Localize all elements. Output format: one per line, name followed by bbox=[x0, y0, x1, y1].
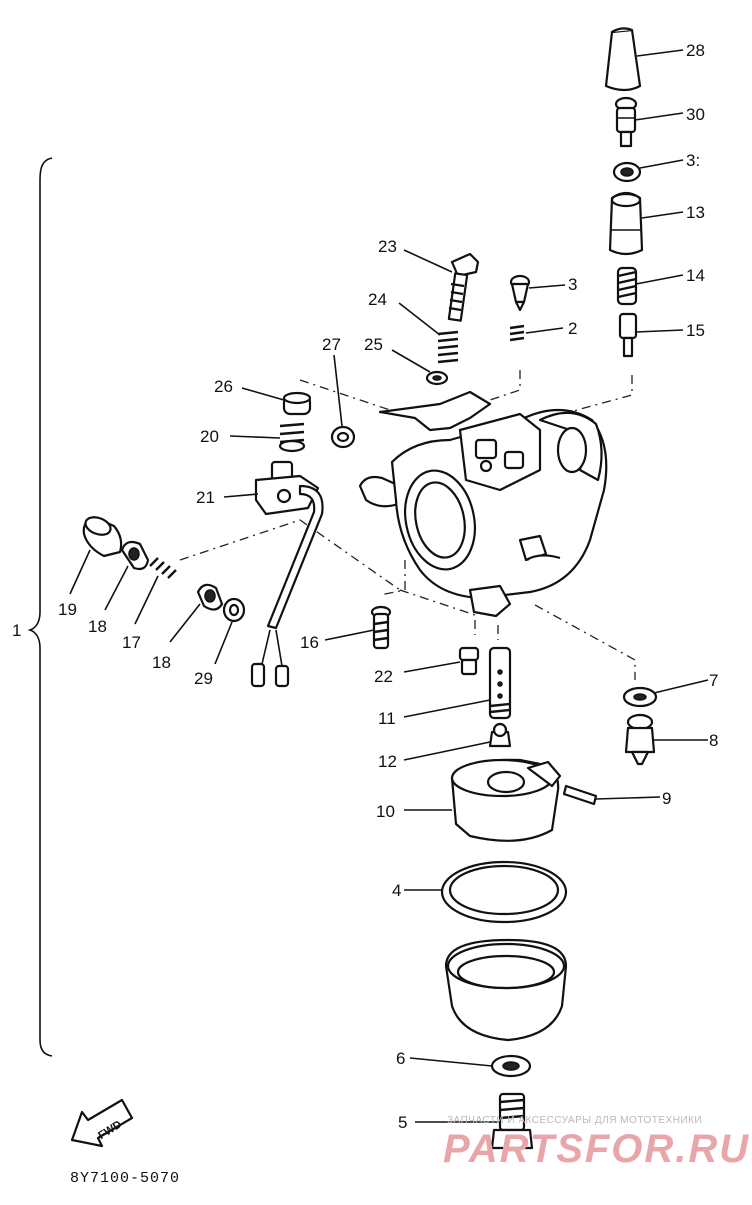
callout-18b: 18 bbox=[152, 653, 171, 672]
assembly-bracket bbox=[27, 157, 53, 1057]
float-part bbox=[450, 758, 562, 842]
lock-nut-part bbox=[612, 161, 642, 183]
needle-jet-part bbox=[488, 646, 512, 720]
callout-26: 26 bbox=[214, 377, 233, 396]
throttle-stop-screw-part bbox=[447, 252, 480, 322]
callout-31: 3: bbox=[686, 151, 700, 170]
ring-18b-part bbox=[196, 583, 224, 611]
callout-24: 24 bbox=[368, 290, 387, 309]
callout-27: 27 bbox=[322, 335, 341, 354]
watermark-logo: PARTSFOR.RU bbox=[443, 1127, 750, 1171]
callout-17: 17 bbox=[122, 633, 141, 652]
callout-labels: 28 30 3: 13 14 15 23 3 24 2 27 25 26 20 … bbox=[12, 41, 718, 1132]
forward-arrow-icon: FWD bbox=[70, 1098, 134, 1148]
callout-6: 6 bbox=[396, 1049, 405, 1068]
callout-1: 1 bbox=[12, 621, 21, 640]
watermark: ЗАПЧАСТИ И АКСЕССУАРЫ ДЛЯ МОТОТЕХНИКИ PA… bbox=[443, 1115, 750, 1171]
float-bowl-part bbox=[444, 938, 568, 1042]
callout-18a: 18 bbox=[88, 617, 107, 636]
washer-part bbox=[425, 370, 449, 386]
callout-5: 5 bbox=[398, 1113, 407, 1132]
main-jet-part bbox=[488, 722, 512, 748]
callout-23: 23 bbox=[378, 237, 397, 256]
screw-22-part bbox=[458, 646, 480, 676]
choke-spring-part bbox=[278, 422, 306, 453]
cap-19-part bbox=[82, 516, 123, 558]
callout-8: 8 bbox=[709, 731, 718, 750]
callout-16: 16 bbox=[300, 633, 319, 652]
callout-14: 14 bbox=[686, 266, 705, 285]
screw-spring-part bbox=[437, 330, 459, 364]
callout-28: 28 bbox=[686, 41, 705, 60]
washer-7-part bbox=[622, 686, 658, 708]
callout-20: 20 bbox=[200, 427, 219, 446]
callout-15: 15 bbox=[686, 321, 705, 340]
cable-adjuster-part bbox=[614, 96, 638, 148]
callout-3: 3 bbox=[568, 275, 577, 294]
washer-29-part bbox=[222, 597, 246, 623]
spring-17-part bbox=[149, 557, 177, 579]
callout-11: 11 bbox=[378, 709, 396, 728]
o-ring-part bbox=[330, 425, 356, 449]
callout-30: 30 bbox=[686, 105, 705, 124]
drain-plug-part bbox=[490, 1092, 534, 1150]
throttle-spring-part bbox=[616, 266, 638, 306]
throttle-valve-part bbox=[618, 312, 638, 358]
washer-6-part bbox=[490, 1054, 532, 1078]
starter-cable-part bbox=[250, 484, 324, 688]
callout-12: 12 bbox=[378, 752, 397, 771]
callout-22: 22 bbox=[374, 667, 393, 686]
callout-2: 2 bbox=[568, 319, 577, 338]
screw-16-part bbox=[370, 605, 392, 650]
callout-10: 10 bbox=[376, 802, 395, 821]
float-valve-part bbox=[624, 713, 656, 766]
callout-7: 7 bbox=[709, 671, 718, 690]
callout-25: 25 bbox=[364, 335, 383, 354]
carburetor-body-part bbox=[358, 390, 608, 618]
float-pin-part bbox=[562, 784, 598, 806]
callout-21: 21 bbox=[196, 488, 215, 507]
mixing-chamber-top-part bbox=[608, 191, 644, 256]
pilot-spring-part bbox=[509, 324, 525, 342]
diagram-code: 8Y7100-5070 bbox=[70, 1170, 180, 1187]
ring-18-part bbox=[120, 540, 150, 571]
gasket-part bbox=[440, 860, 568, 924]
callout-19: 19 bbox=[58, 600, 77, 619]
leader-lines bbox=[69, 49, 709, 1123]
choke-cap-part bbox=[282, 391, 312, 416]
callout-4: 4 bbox=[392, 881, 401, 900]
callout-9: 9 bbox=[662, 789, 671, 808]
callout-29: 29 bbox=[194, 669, 213, 688]
cable-boot-part bbox=[604, 27, 642, 92]
pilot-screw-part bbox=[509, 274, 531, 312]
watermark-tagline: ЗАПЧАСТИ И АКСЕССУАРЫ ДЛЯ МОТОТЕХНИКИ bbox=[447, 1115, 702, 1126]
callout-13: 13 bbox=[686, 203, 705, 222]
